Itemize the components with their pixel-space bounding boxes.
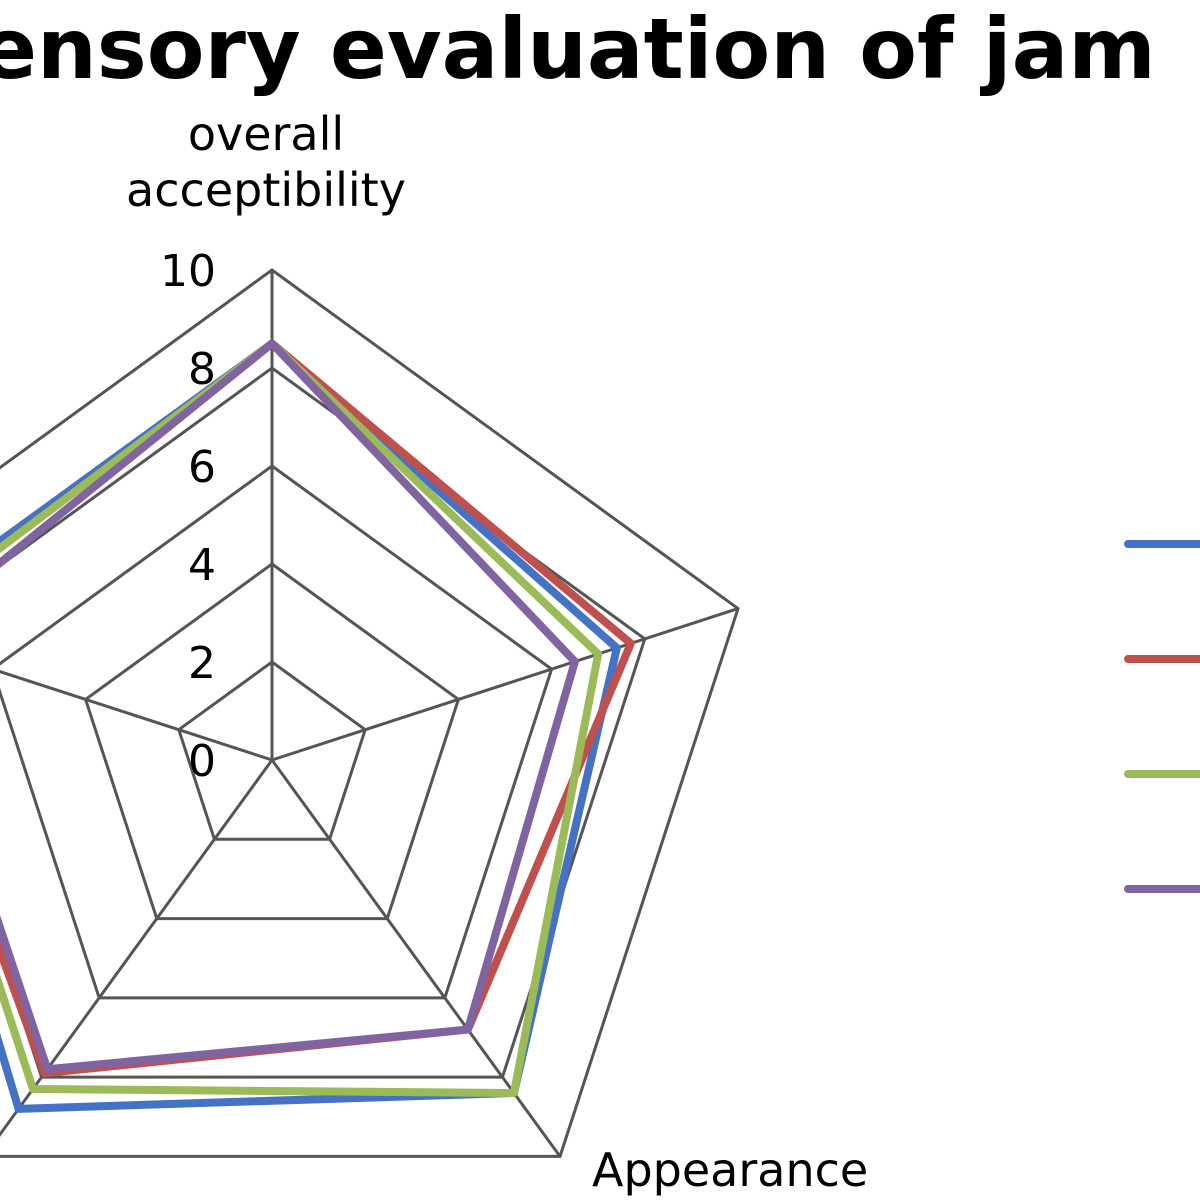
radar-grid — [0, 268, 740, 1158]
tick-label-0: 0 — [188, 736, 216, 787]
radar-series — [0, 339, 635, 1113]
axis-spoke-4 — [0, 670, 273, 762]
series-line-3 — [0, 339, 603, 1097]
series-line-4 — [0, 339, 579, 1074]
legend — [1124, 540, 1200, 893]
grid-ring-8 — [0, 366, 647, 1079]
tick-label-6: 6 — [188, 442, 216, 493]
axis-spoke-1 — [271, 607, 739, 762]
grid-ring-10 — [0, 268, 740, 1158]
tick-label-2: 2 — [188, 638, 216, 689]
tick-label-4: 4 — [188, 540, 216, 591]
tick-label-10: 10 — [160, 246, 216, 297]
axis-label-2: Appearance — [592, 1143, 868, 1197]
radial-tick-labels: 0 2 4 6 8 10 — [160, 246, 216, 787]
grid-ring-2 — [177, 660, 367, 841]
series-line-1 — [0, 339, 621, 1113]
grid-ring-6 — [0, 464, 554, 1000]
chart-title: ensory evaluation of jam — [0, 0, 1156, 98]
tick-label-8: 8 — [188, 344, 216, 395]
grid-ring-4 — [83, 562, 461, 921]
